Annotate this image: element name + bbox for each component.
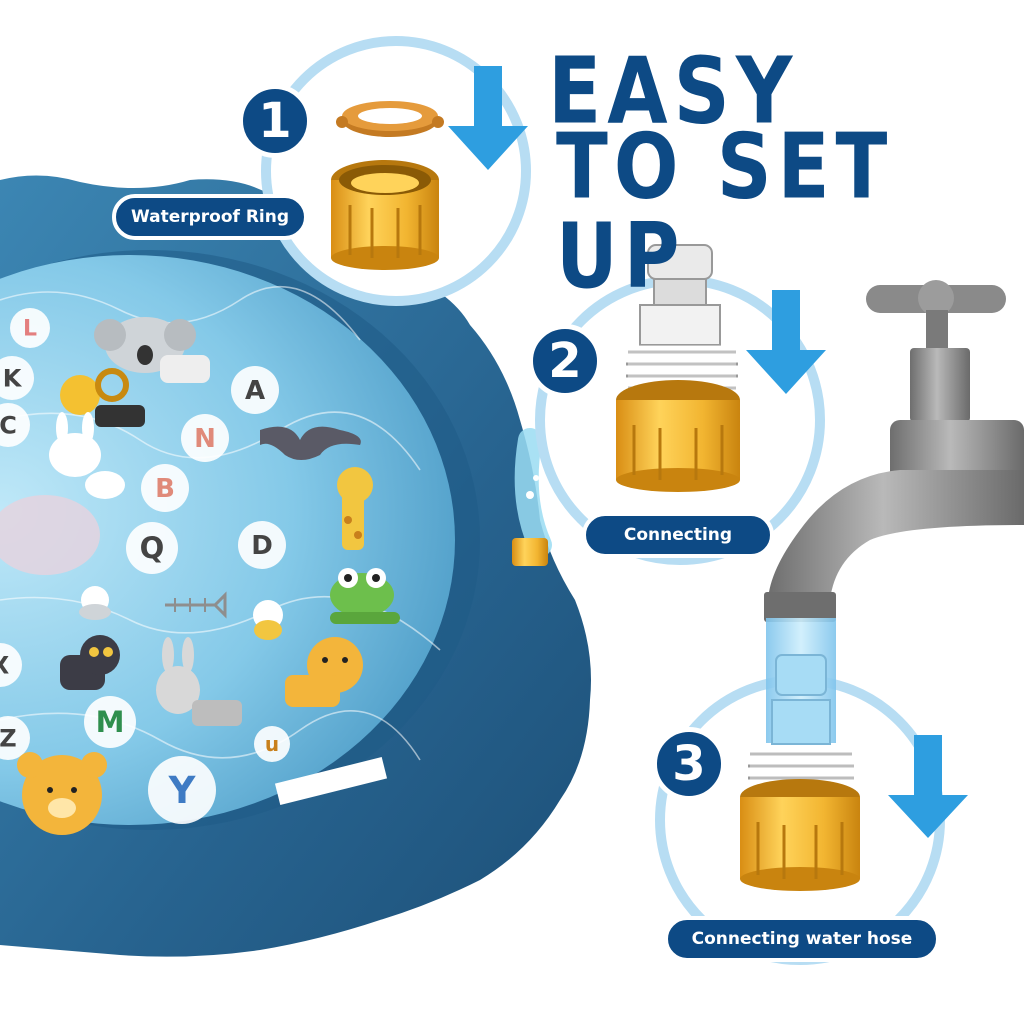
letter-bubble	[0, 643, 22, 687]
bird-sticker	[79, 586, 111, 620]
letter-bubble-text: Z	[0, 724, 17, 752]
letter-bubble-text: C	[0, 411, 17, 439]
letter-bubble-text: A	[245, 376, 265, 406]
faucet-adapter-icon	[740, 618, 860, 891]
down-arrow-icon	[746, 290, 826, 394]
letter-bubble	[254, 726, 290, 762]
step-3-number-badge: 3	[652, 727, 726, 801]
letter-bubble	[0, 716, 30, 760]
giraffe-sticker	[337, 467, 373, 550]
fish-sticker	[165, 591, 227, 619]
down-arrow-icon	[888, 735, 968, 838]
letter-bubble-text: Y	[168, 769, 197, 812]
letter-bubble-text: X	[0, 651, 10, 679]
step-2-number-badge: 2	[528, 324, 602, 398]
brass-connector-icon	[331, 160, 439, 270]
frog-sticker	[330, 568, 400, 624]
headline-line-1: EASY	[548, 38, 799, 146]
step-2-label: Connecting	[582, 512, 774, 558]
letter-bubble	[181, 414, 229, 462]
splash-pool: LK A C NBQ D X Mu Z Y	[0, 175, 591, 957]
down-arrow-icon	[448, 66, 528, 170]
lion-sticker	[285, 637, 363, 707]
bear-sticker	[17, 752, 107, 835]
letter-bubble-text: L	[23, 317, 37, 342]
letter-bubble	[10, 308, 50, 348]
elephant-sticker	[0, 495, 100, 575]
letter-bubble-text: K	[3, 364, 23, 392]
bat-sticker	[260, 426, 361, 460]
hose-connector-icon	[616, 244, 740, 492]
warning-label	[274, 757, 388, 805]
donkey-sticker	[156, 637, 242, 726]
letter-bubble-text: M	[96, 705, 125, 739]
letter-bubble-text: B	[155, 474, 175, 504]
bunny-sticker	[49, 412, 125, 499]
headline-line-2: TO SET UP	[556, 113, 894, 309]
step-1-panel	[261, 36, 531, 306]
waterproof-ring-icon	[336, 101, 444, 137]
cat-sticker	[60, 635, 120, 690]
step-1-label: Waterproof Ring	[112, 194, 308, 240]
letter-bubble	[84, 696, 136, 748]
step-2-panel	[535, 244, 826, 565]
letter-bubble	[148, 756, 216, 824]
letter-bubble-text: u	[265, 732, 279, 756]
faucet-icon	[764, 280, 1024, 622]
letter-bubble	[126, 522, 178, 574]
step-1-number-badge: 1	[238, 84, 312, 158]
pool-hose-inlet	[512, 428, 552, 566]
letter-bubble-text: D	[251, 531, 273, 561]
letter-bubble	[238, 521, 286, 569]
letter-bubble	[231, 366, 279, 414]
letter-bubble	[0, 356, 34, 400]
ram-sticker	[60, 368, 145, 427]
chick-sticker	[253, 600, 283, 640]
koala-sticker	[94, 317, 210, 383]
letter-bubble-text: N	[194, 424, 216, 454]
letter-bubble	[0, 403, 30, 447]
step-3-label: Connecting water hose	[664, 916, 940, 962]
letter-bubble-text: Q	[140, 531, 165, 565]
letter-bubble	[141, 464, 189, 512]
